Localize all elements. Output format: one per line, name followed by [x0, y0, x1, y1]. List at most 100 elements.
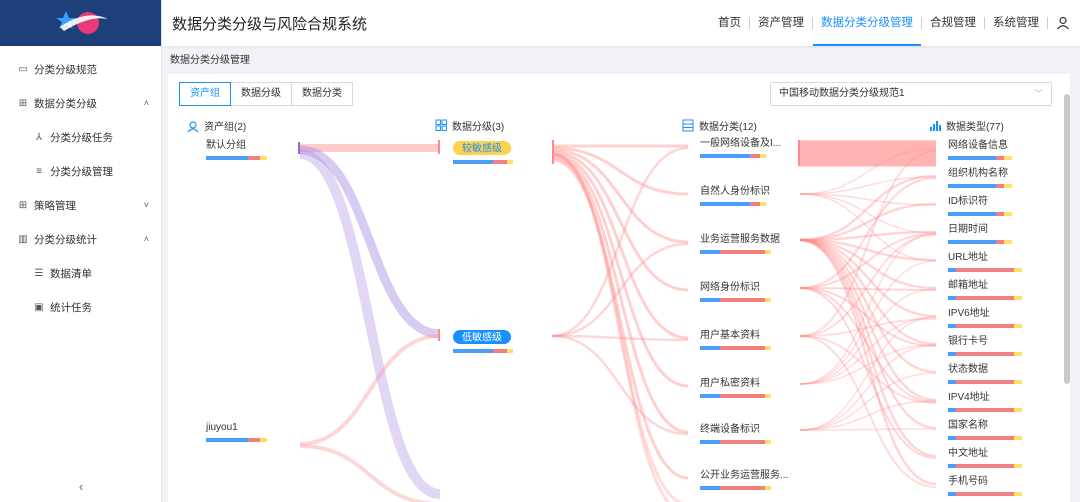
category-label: 终端设备标识 — [700, 422, 760, 435]
sankey-link — [551, 148, 689, 244]
sankey-link — [551, 242, 689, 338]
sidebar-item-statistics[interactable]: ▥ 分类分级统计 ˄ — [0, 222, 161, 256]
sidebar-collapse-button[interactable]: ‹ — [78, 479, 84, 494]
logo — [0, 0, 161, 46]
top-header: 数据分类分级与风险合规系统 首页 资产管理 数据分类分级管理 合规管理 系统管理 — [162, 0, 1080, 46]
bar-chart-icon — [930, 127, 932, 131]
nav-home[interactable]: 首页 — [718, 17, 741, 29]
data-type-bar — [948, 464, 956, 468]
column-title: 数据类型(77) — [946, 120, 1004, 133]
data-type-label: 国家名称 — [948, 418, 988, 431]
asset-group-bar — [206, 156, 248, 160]
sidebar-item-standards[interactable]: ▭ 分类分级规范 — [0, 52, 161, 86]
data-type-bar — [996, 212, 1004, 216]
data-type-bar — [948, 212, 996, 216]
data-type-bar — [956, 324, 1014, 328]
sankey-link — [799, 148, 937, 195]
sankey-link — [551, 152, 671, 502]
data-type-label: URL地址 — [948, 250, 988, 263]
data-type-bar — [956, 352, 1014, 356]
category-bar — [765, 440, 771, 444]
sankey-link — [551, 154, 689, 388]
sidebar-item-label: 分类分级任务 — [50, 131, 113, 144]
sankey-link — [799, 335, 937, 488]
book-icon: ▭ — [18, 63, 28, 75]
sidebar-item-policy[interactable]: ⊞ 策略管理 ˅ — [0, 188, 161, 222]
asset-group-bar — [260, 438, 267, 442]
sidebar-item-stat-tasks[interactable]: ▣ 统计任务 — [0, 290, 161, 324]
logo-mark — [55, 11, 108, 34]
sankey-panel: 资产组 数据分级 数据分类 中国移动数据分类分级规范1 ﹀ 资产组(2)数据分级… — [168, 74, 1070, 502]
data-type-bar — [1014, 324, 1022, 328]
data-type-bar — [1004, 184, 1012, 188]
sankey-link — [799, 232, 937, 385]
sankey-link — [799, 176, 937, 195]
sankey-link — [799, 428, 937, 431]
category-bar — [720, 298, 765, 302]
sidebar-item-label: 分类分级规范 — [34, 63, 97, 76]
data-type-bar — [1014, 352, 1022, 356]
nav-classification[interactable]: 数据分类分级管理 — [813, 0, 921, 46]
sidebar-item-classification[interactable]: ⊞ 数据分类分级 ˄ — [0, 86, 161, 120]
scrollbar[interactable] — [1064, 94, 1070, 384]
sidebar-item-tasks[interactable]: ⅄ 分类分级任务 — [0, 120, 161, 154]
sankey-link — [799, 238, 937, 262]
sidebar-item-data-list[interactable]: ☰ 数据清单 — [0, 256, 161, 290]
category-bar — [700, 394, 720, 398]
category-bar — [750, 154, 760, 158]
sankey-link — [799, 174, 937, 242]
standard-select[interactable]: 中国移动数据分类分级规范1 ﹀ — [770, 82, 1052, 106]
sidebar-item-label: 分类分级管理 — [50, 165, 113, 178]
grid-icon — [441, 119, 447, 125]
sankey-link — [551, 150, 689, 292]
tab-asset-group[interactable]: 资产组 — [179, 82, 231, 106]
sidebar-item-label: 数据分类分级 — [34, 97, 97, 110]
nav-system[interactable]: 系统管理 — [993, 17, 1039, 29]
data-type-label: ID标识符 — [948, 194, 988, 207]
sankey-link — [799, 234, 937, 337]
nav-compliance[interactable]: 合规管理 — [930, 17, 976, 29]
data-type-label: 网络设备信息 — [948, 138, 1008, 151]
data-type-bar — [956, 408, 1014, 412]
nav-assets[interactable]: 资产管理 — [758, 17, 804, 29]
category-bar — [720, 440, 765, 444]
data-type-bar — [956, 296, 1014, 300]
data-type-bar — [1014, 492, 1022, 496]
sankey-link — [799, 238, 937, 430]
sankey-diagram: 资产组(2)数据分级(3)数据分类(12)数据类型(77)默认分组jiuyou1… — [187, 119, 1022, 502]
sankey-link — [551, 158, 689, 480]
data-type-bar — [1004, 156, 1012, 160]
sankey-link — [799, 316, 937, 431]
view-tabs: 资产组 数据分级 数据分类 — [179, 82, 353, 106]
sankey-link — [799, 202, 937, 242]
category-bar — [700, 440, 720, 444]
data-type-bar — [948, 380, 956, 384]
sankey-link — [799, 238, 937, 346]
data-type-label: 状态数据 — [948, 362, 988, 375]
user-icon[interactable] — [1056, 16, 1070, 30]
sidebar-item-label: 统计任务 — [50, 301, 92, 314]
tab-data-category[interactable]: 数据分类 — [291, 82, 353, 106]
data-type-bar — [956, 492, 1014, 496]
chevron-down-icon: ˅ — [143, 200, 149, 210]
category-bar — [700, 202, 750, 206]
category-bar — [760, 202, 766, 206]
sankey-link — [799, 233, 937, 289]
sidebar-item-management[interactable]: ≡ 分类分级管理 — [0, 154, 161, 188]
category-bar — [720, 394, 765, 398]
nav-divider — [921, 17, 922, 29]
level-bar — [507, 160, 513, 164]
asset-group-label: jiuyou1 — [205, 422, 238, 433]
category-label: 业务运营服务数据 — [700, 232, 780, 245]
category-label: 用户私密资料 — [700, 376, 760, 389]
sankey-link — [551, 334, 689, 436]
level-bar — [453, 160, 493, 164]
data-type-bar — [948, 408, 956, 412]
main-content: 数据分类分级管理 资产组 数据分级 数据分类 中国移动数据分类分级规范1 ﹀ 资… — [162, 46, 1080, 502]
level-badge — [453, 141, 511, 155]
chevron-down-icon: ﹀ — [1033, 89, 1043, 99]
data-type-bar — [956, 464, 1014, 468]
sankey-link — [551, 146, 689, 338]
grid-icon — [441, 125, 447, 131]
data-type-bar — [1004, 240, 1012, 244]
